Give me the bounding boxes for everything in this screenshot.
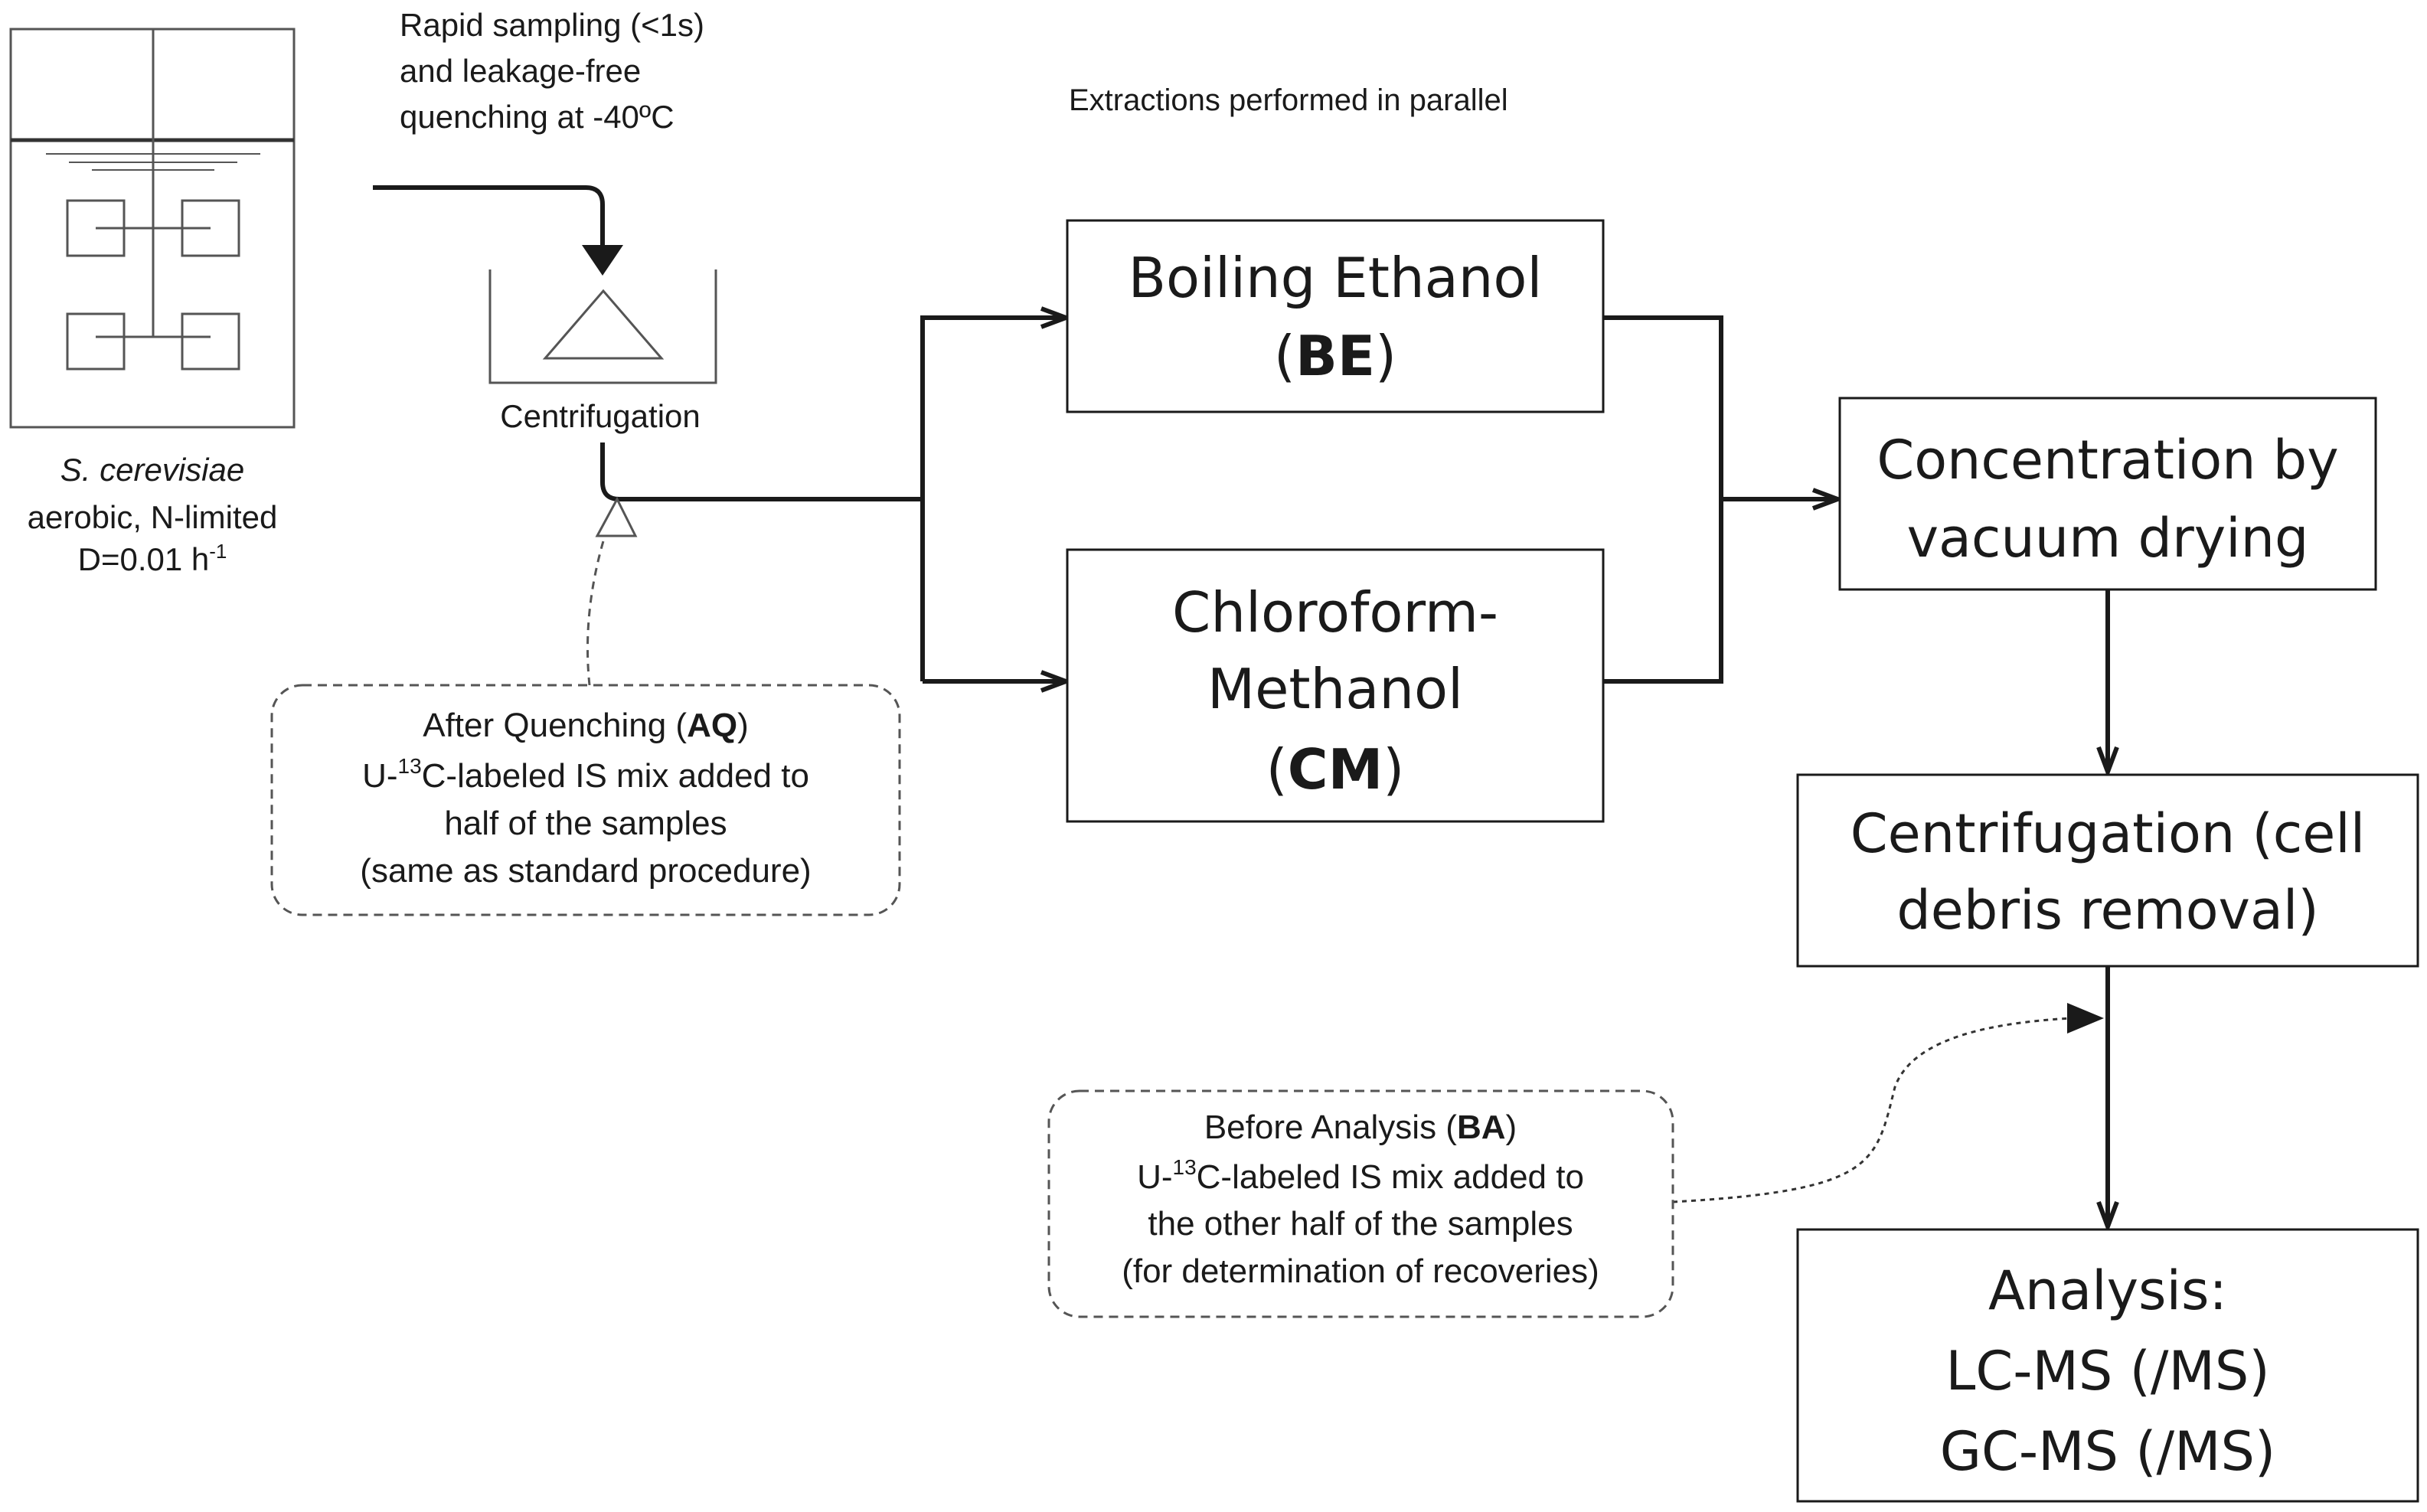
culture-conditions-label: aerobic, N-limited <box>28 499 278 535</box>
cm-box-abbreviation: CM <box>1288 737 1383 802</box>
ba-note-line2-post: C-labeled IS mix added to <box>1197 1158 1584 1196</box>
aq-dashed-connector <box>586 498 619 686</box>
ba-dashed-connector <box>1672 1017 2072 1203</box>
cm-box-open-paren: ( <box>1266 737 1288 802</box>
ba-note-line2: U-13C-labeled IS mix added to <box>1137 1155 1584 1196</box>
concentration-box <box>1838 397 2377 591</box>
cm-to-merge-line <box>1603 499 1723 684</box>
analysis-box-lcms: LC-MS (/MS) <box>1945 1340 2269 1403</box>
centrifugation-debris-line1: Centrifugation (cell <box>1850 802 2365 865</box>
aq-note-line1-post: ) <box>737 707 749 744</box>
aq-note-line1-pre: After Quenching ( <box>423 707 687 744</box>
centrifugation-label: Centrifugation <box>500 398 701 434</box>
sampling-arrow <box>373 185 605 245</box>
centrifuge-icon <box>488 269 717 384</box>
ba-filled-arrowhead <box>2067 1003 2104 1034</box>
be-box-abbr-line: (BE) <box>1274 324 1396 388</box>
analysis-box-title: Analysis: <box>1988 1259 2227 1322</box>
centrifugation-debris-box <box>1796 773 2419 968</box>
sampling-label-line2: and leakage-free <box>400 53 641 89</box>
centrifuge-to-split-line <box>600 442 923 501</box>
cm-box-title-line1: Chloroform- <box>1172 580 1498 645</box>
dilution-rate-label: D=0.01 h-1 <box>78 540 227 577</box>
ba-note-line4: (for determination of recoveries) <box>1122 1252 1599 1290</box>
aq-note-line2-post: C-labeled IS mix added to <box>422 757 809 795</box>
aq-note-line3: half of the samples <box>444 805 727 842</box>
concentration-box-line2: vacuum drying <box>1907 507 2309 570</box>
be-box <box>1066 219 1605 413</box>
cm-box-abbr-line: (CM) <box>1266 737 1405 802</box>
be-box-open-paren: ( <box>1274 324 1295 388</box>
cm-box-close-paren: ) <box>1383 737 1404 802</box>
parallel-extractions-label: Extractions performed in parallel <box>1069 83 1508 117</box>
be-to-merge-line <box>1603 315 1723 499</box>
ba-note-line3: the other half of the samples <box>1148 1205 1573 1243</box>
concentration-box-line1: Concentration by <box>1877 429 2338 491</box>
dilution-rate-unit-exponent: -1 <box>209 540 227 563</box>
ba-note-line1: Before Analysis (BA) <box>1204 1109 1517 1146</box>
cm-box <box>1066 548 1605 823</box>
be-box-close-paren: ) <box>1375 324 1396 388</box>
analysis-box <box>1796 1228 2419 1503</box>
be-box-abbreviation: BE <box>1295 324 1375 388</box>
sampling-arrowhead <box>582 245 623 276</box>
ba-note-box <box>1047 1089 1674 1318</box>
aq-note-line2: U-13C-labeled IS mix added to <box>362 754 809 795</box>
organism-label: S. cerevisiae <box>60 452 244 488</box>
aq-note-isotope-superscript: 13 <box>398 754 422 778</box>
ba-note-abbreviation: BA <box>1457 1109 1506 1146</box>
ba-note-line1-pre: Before Analysis ( <box>1204 1109 1457 1146</box>
sampling-label-line3: quenching at -40ºC <box>400 99 675 135</box>
centrifugation-debris-line2: debris removal) <box>1896 879 2318 942</box>
aq-note-line4: (same as standard procedure) <box>360 852 811 890</box>
aq-note-line2-pre: U- <box>362 757 397 795</box>
sampling-label-line1: Rapid sampling (<1s) <box>400 7 704 43</box>
cm-box-title-line2: Methanol <box>1207 657 1463 721</box>
ba-note-line1-post: ) <box>1506 1109 1517 1146</box>
ba-note-line2-pre: U- <box>1137 1158 1172 1196</box>
be-box-title: Boiling Ethanol <box>1129 246 1543 310</box>
analysis-box-gcms: GC-MS (/MS) <box>1940 1420 2276 1483</box>
aq-note-abbreviation: AQ <box>687 707 737 744</box>
ba-note-isotope-superscript: 13 <box>1173 1155 1197 1179</box>
aq-hollow-arrowhead <box>595 496 638 537</box>
dilution-rate-value: D=0.01 h <box>78 541 210 577</box>
aq-note-line1: After Quenching (AQ) <box>423 707 749 744</box>
bioreactor-icon <box>9 28 296 429</box>
aq-note-box <box>270 684 901 916</box>
